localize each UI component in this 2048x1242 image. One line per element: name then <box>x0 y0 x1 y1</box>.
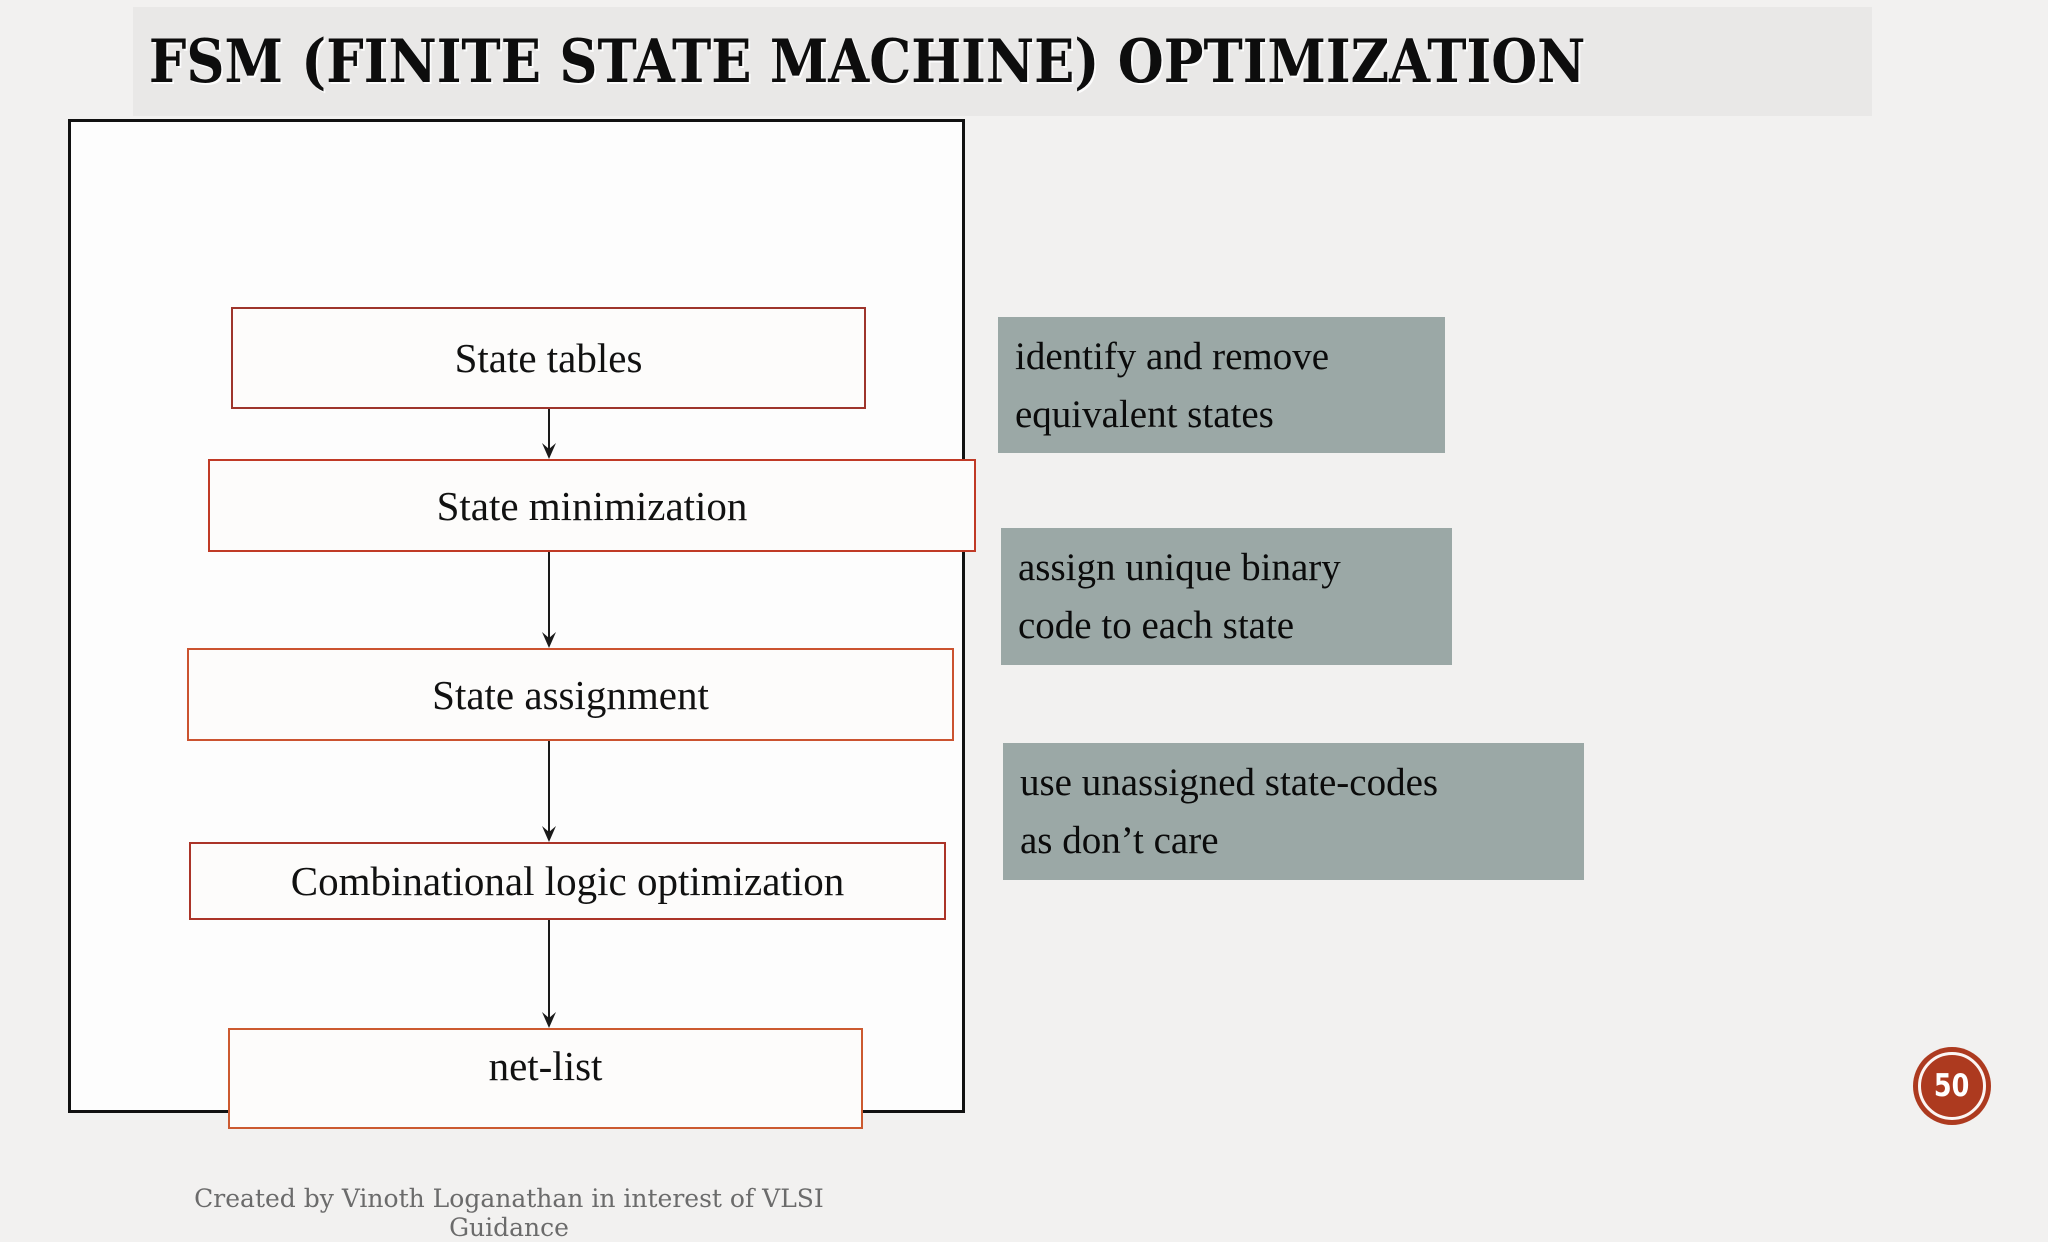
flow-arrow-down-icon <box>542 920 556 1028</box>
badge-ring: 50 <box>1918 1052 1986 1120</box>
flow-box-label: Combinational logic optimization <box>290 858 845 904</box>
flow-box-label: net-list <box>488 1042 603 1089</box>
flow-arrow-down-icon <box>542 552 556 648</box>
flowchart-panel: State tables State minimization State as… <box>68 119 976 1242</box>
flow-arrow-down-icon <box>542 409 556 459</box>
flow-box-state-minimization: State minimization <box>208 459 976 552</box>
flow-box-state-tables: State tables <box>231 307 866 409</box>
annotation-line: identify and remove <box>1015 335 1330 378</box>
annotation-line: equivalent states <box>1015 393 1274 436</box>
footer-credit: Created by Vinoth Loganathan in interest… <box>194 1184 824 1242</box>
flow-box-label: State minimization <box>436 482 748 529</box>
flow-arrow-down-icon <box>542 741 556 842</box>
title-banner: FSM (FINITE STATE MACHINE) OPTIMIZATION <box>133 7 1872 116</box>
slide-background: { "slide": { "title": "FSM (FINITE STATE… <box>68 7 1991 1242</box>
page-number-badge: 50 <box>1913 1047 1991 1125</box>
flow-box-combinational-logic-optimization: Combinational logic optimization <box>189 842 946 920</box>
annotation-state-minimization: identify and remove equivalent states <box>998 317 1445 453</box>
flow-box-net-list: net-list <box>228 1028 863 1129</box>
flow-box-state-assignment: State assignment <box>187 648 954 741</box>
annotation-line: code to each state <box>1018 604 1295 647</box>
page-number: 50 <box>1934 1068 1970 1104</box>
annotation-logic-optimization: use unassigned state-codes as don’t care <box>1003 743 1584 880</box>
annotation-state-assignment: assign unique binary code to each state <box>1001 528 1452 665</box>
annotation-line: as don’t care <box>1020 819 1219 862</box>
annotation-line: assign unique binary <box>1018 546 1341 589</box>
page-title: FSM (FINITE STATE MACHINE) OPTIMIZATION <box>148 26 1586 97</box>
flow-box-label: State tables <box>454 335 643 381</box>
flow-box-label: State assignment <box>432 671 709 718</box>
annotation-line: use unassigned state-codes <box>1020 761 1439 804</box>
